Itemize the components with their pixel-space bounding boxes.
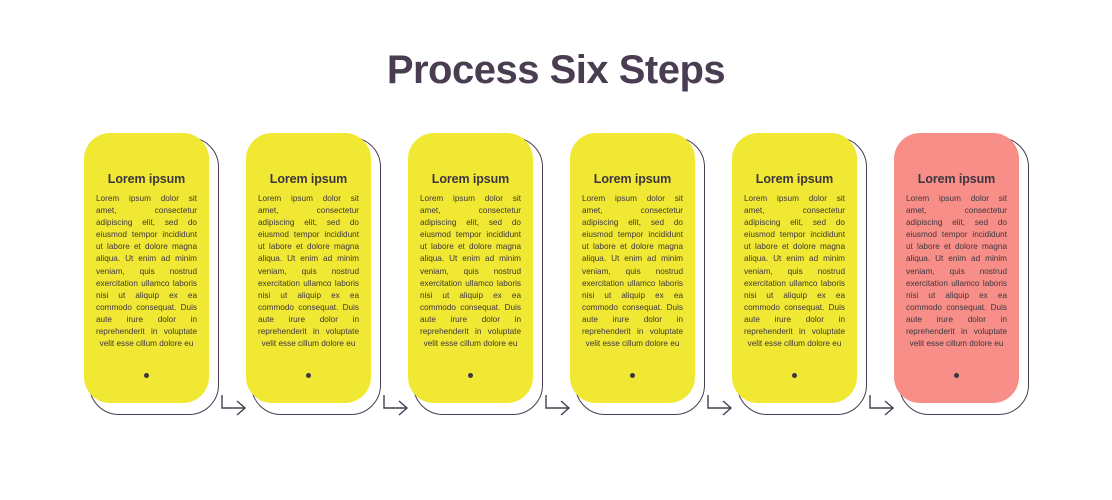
step-bullet-dot [894,373,1019,378]
arrow-right-icon [544,391,576,425]
step-body-text: Lorem ipsum dolor sit amet, consectetur … [258,194,359,349]
step-body-text: Lorem ipsum dolor sit amet, consectetur … [96,194,197,349]
step-bullet-dot [246,373,371,378]
step-body-text: Lorem ipsum dolor sit amet, consectetur … [906,194,1007,349]
step-bullet-dot [84,373,209,378]
step-heading: Lorem ipsum [431,172,510,186]
step-bullet-dot [732,373,857,378]
step-heading: Lorem ipsum [593,172,672,186]
step-heading: Lorem ipsum [917,172,996,186]
arrow-right-icon [382,391,414,425]
arrow-right-icon [868,391,900,425]
step-heading: Lorem ipsum [269,172,348,186]
step-body-text: Lorem ipsum dolor sit amet, consectetur … [420,194,521,349]
step-heading: Lorem ipsum [107,172,186,186]
page-title: Process Six Steps [386,48,726,92]
step-body-text: Lorem ipsum dolor sit amet, consectetur … [744,194,845,349]
step-bullet-dot [570,373,695,378]
arrow-right-icon [706,391,738,425]
step-heading: Lorem ipsum [755,172,834,186]
step-body-text: Lorem ipsum dolor sit amet, consectetur … [582,194,683,349]
step-bullet-dot [408,373,533,378]
arrow-right-icon [220,391,252,425]
